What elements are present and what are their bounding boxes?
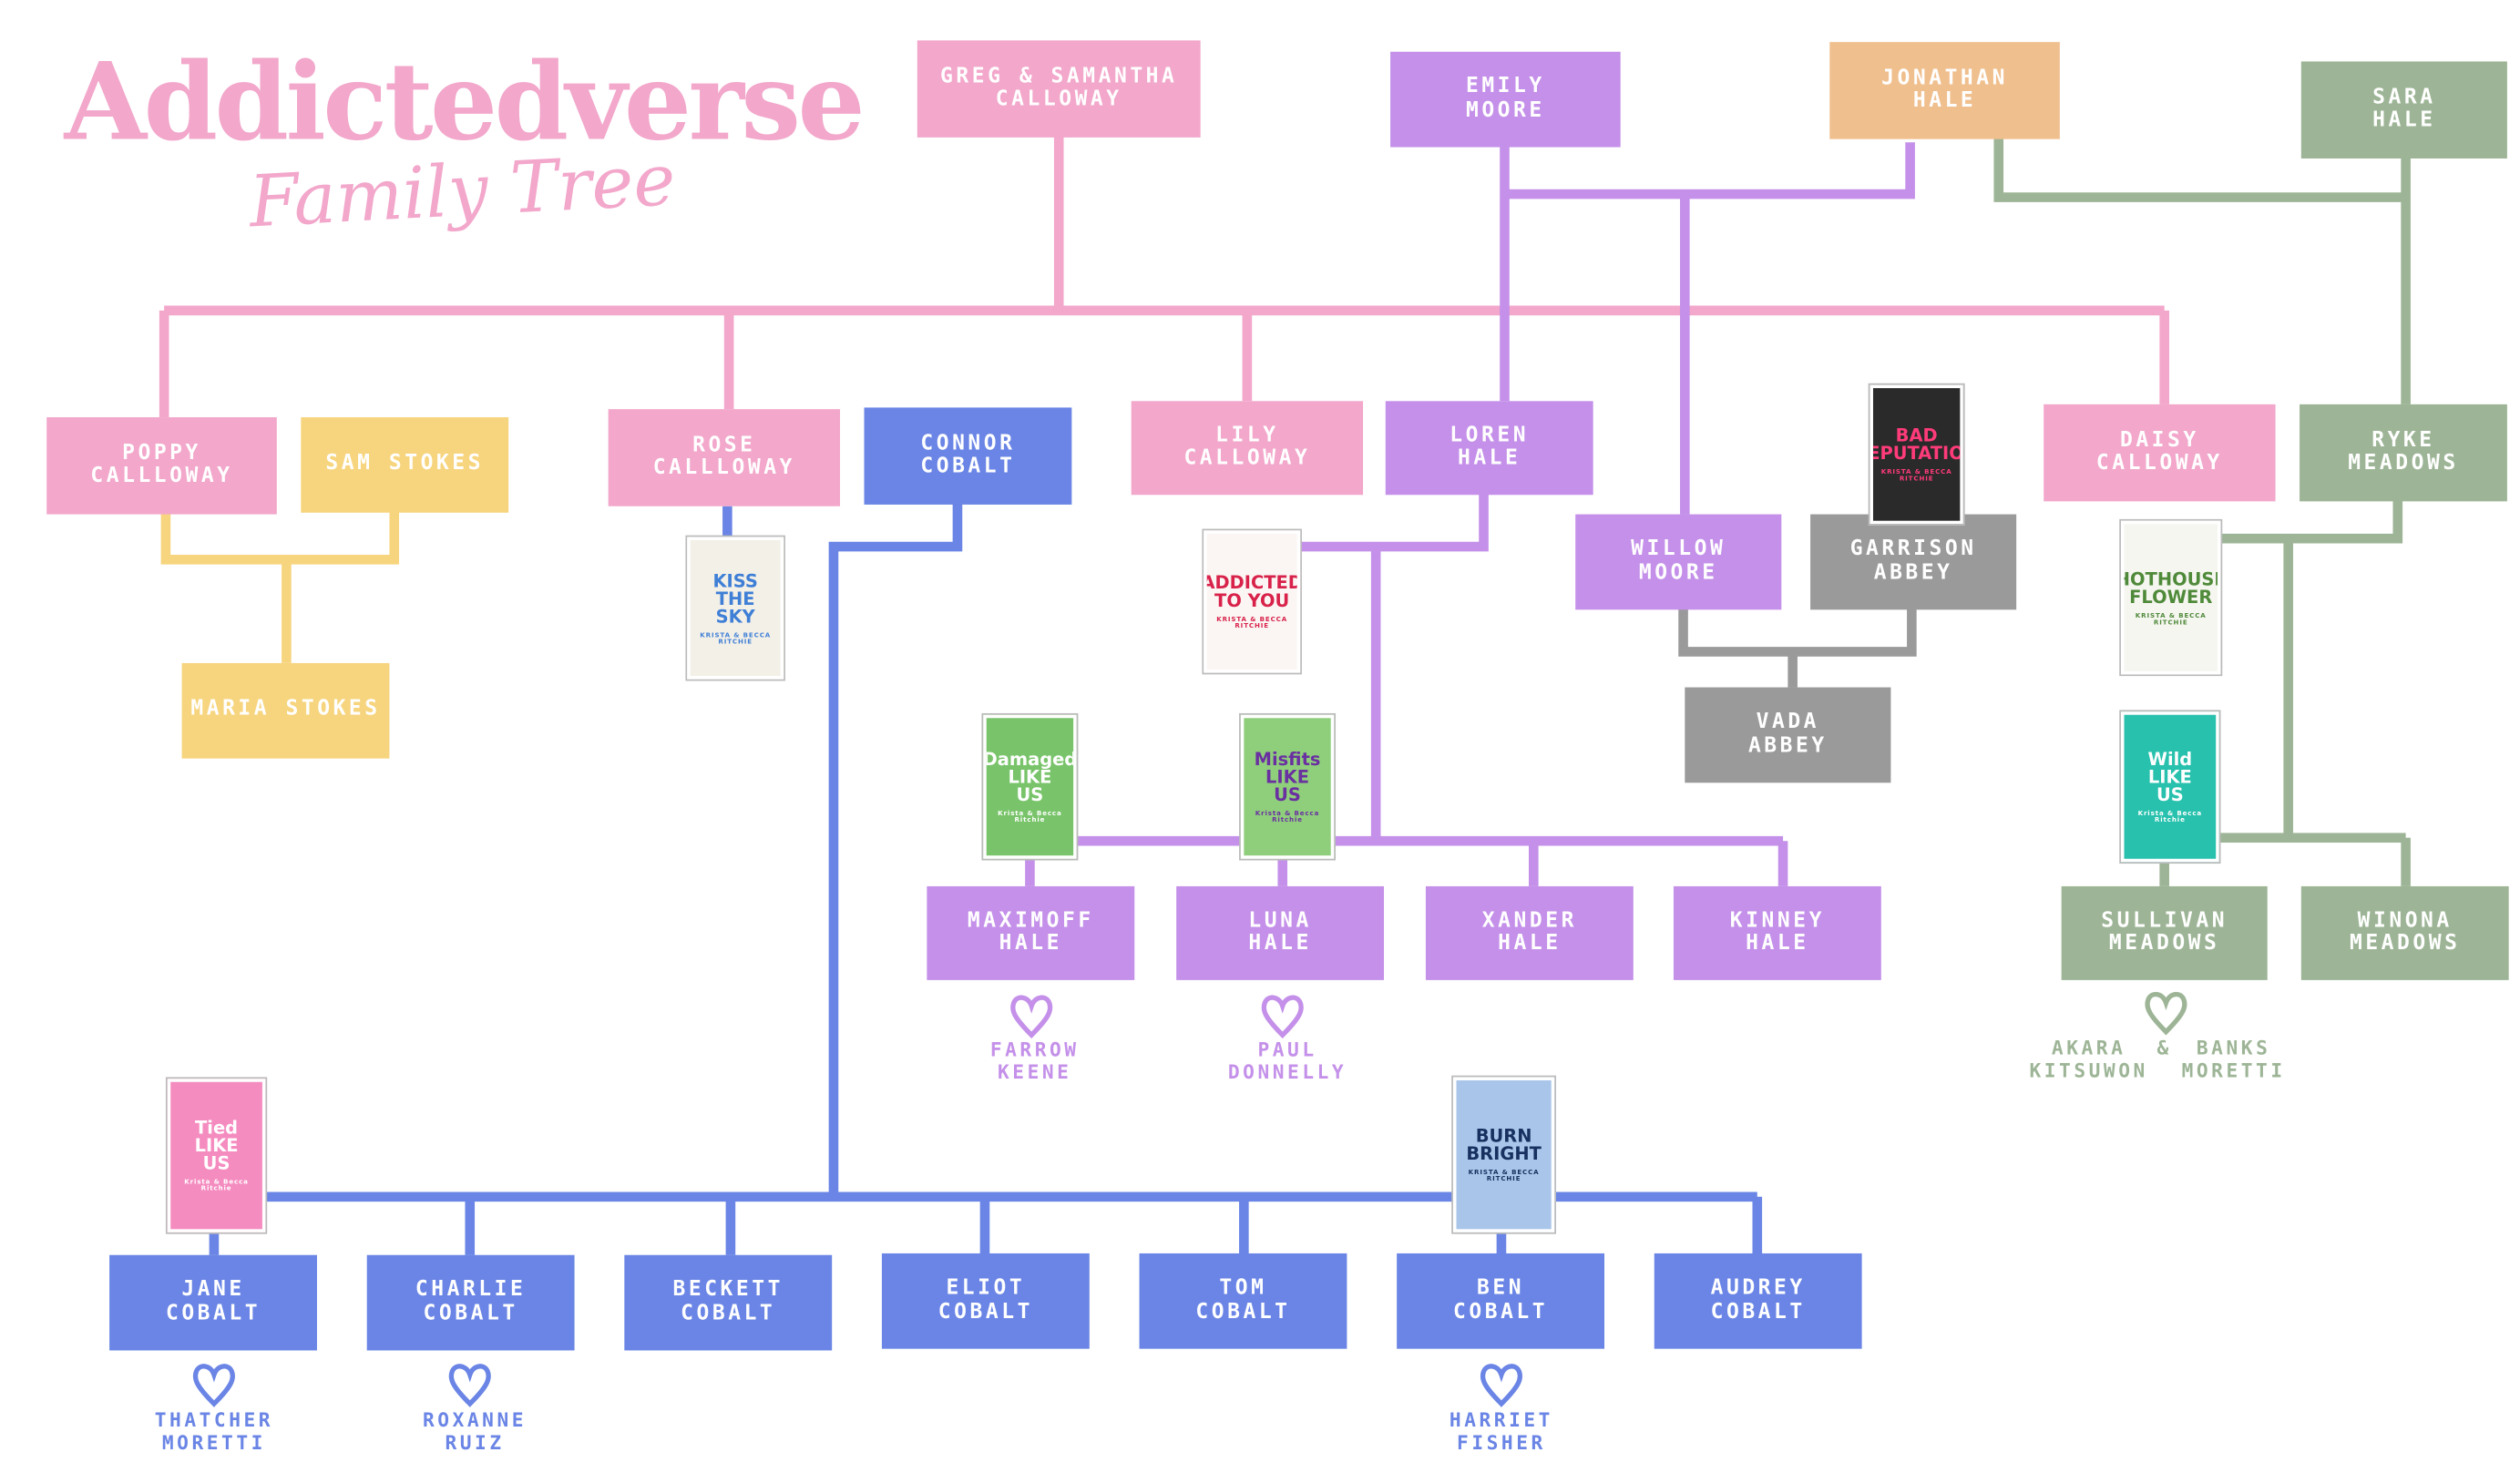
- book-title: HOTHOUSE FLOWER: [2120, 568, 2218, 608]
- person-beckett-cobalt: Beckett Cobalt: [624, 1254, 833, 1351]
- book-author: Krista & Becca Ritchie: [998, 808, 1062, 823]
- person-emily-moore: Emily Moore: [1390, 51, 1621, 148]
- person-maximoff-hale: Maximoff Hale: [927, 885, 1135, 980]
- heart-icon: [192, 1364, 235, 1407]
- person-sullivan-meadows: Sullivan Meadows: [2061, 885, 2268, 980]
- person-eliot-cobalt: Eliot Cobalt: [881, 1253, 1090, 1349]
- book-title: Wild LIKE US: [2147, 749, 2193, 806]
- heart-icon: [1480, 1364, 1522, 1407]
- person-winona-meadows: Winona Meadows: [2300, 885, 2509, 980]
- book-author: Krista & Becca Ritchie: [1255, 808, 1320, 823]
- book-author: KRISTA & BECCA RITCHIE: [1216, 614, 1288, 629]
- book-cover-wild-like-us: Wild LIKE US Krista & Becca Ritchie: [2120, 711, 2219, 863]
- person-sara-hale: Sara Hale: [2300, 61, 2507, 159]
- book-title: ADDICTED TO YOU: [1204, 572, 1301, 612]
- book-author: KRISTA & BECCA RITCHIE: [1468, 1167, 1540, 1182]
- person-vada-abbey: Vada Abbey: [1685, 687, 1891, 783]
- book-cover-addicted-to-you: ADDICTED TO YOU KRISTA & BECCA RITCHIE: [1204, 530, 1301, 673]
- person-xander-hale: Xander Hale: [1425, 885, 1634, 980]
- book-title: BAD REPUTATION: [1873, 424, 1963, 465]
- person-audrey-cobalt: Audrey Cobalt: [1654, 1253, 1862, 1349]
- book-cover-hothouse-flower: HOTHOUSE FLOWER KRISTA & BECCA RITCHIE: [2120, 520, 2221, 675]
- book-title: Misfits LIKE US: [1254, 749, 1321, 806]
- person-sam-stokes: Sam Stokes: [301, 417, 509, 513]
- heart-icon: [1010, 995, 1053, 1039]
- book-cover-kiss-the-sky: KISS THE SKY KRISTA & BECCA RITCHIE: [687, 537, 784, 680]
- book-title: BURN BRIGHT: [1466, 1125, 1542, 1165]
- person-connor-cobalt: Connor Cobalt: [864, 407, 1072, 505]
- person-rose-calloway: Rose Callloway: [608, 409, 841, 506]
- person-luna-hale: Luna Hale: [1176, 885, 1385, 980]
- person-ryke-meadows: Ryke Meadows: [2300, 404, 2507, 502]
- book-author: KRISTA & BECCA RITCHIE: [700, 629, 772, 645]
- person-jane-cobalt: Jane Cobalt: [109, 1254, 317, 1351]
- partner-thatcher-moretti: Thatcher Moretti: [154, 1408, 274, 1454]
- book-author: Krista & Becca Ritchie: [184, 1177, 249, 1192]
- partner-roxanne-ruiz: Roxanne Ruiz: [423, 1408, 528, 1454]
- person-daisy-calloway: Daisy Calloway: [2044, 404, 2276, 502]
- person-poppy-calloway: Poppy Callloway: [46, 417, 277, 515]
- book-author: KRISTA & BECCA RITCHIE: [2135, 610, 2207, 626]
- partner-akara-kitsuwon: Akara Kitsuwon: [2029, 1037, 2148, 1082]
- person-charlie-cobalt: Charlie Cobalt: [366, 1254, 575, 1351]
- person-jonathan-hale: Jonathan Hale: [1829, 42, 2060, 139]
- partner-farrow-keene: Farrow Keene: [989, 1038, 1080, 1084]
- heart-icon: [448, 1364, 491, 1407]
- book-title: Tied LIKE US: [194, 1117, 239, 1174]
- book-cover-burn-bright: BURN BRIGHT KRISTA & BECCA RITCHIE: [1452, 1077, 1555, 1232]
- person-lily-calloway: Lily Calloway: [1131, 401, 1364, 496]
- partner-paul-donnelly: Paul Donnelly: [1227, 1038, 1347, 1084]
- book-title: KISS THE SKY: [712, 569, 758, 627]
- person-loren-hale: Loren Hale: [1385, 401, 1593, 496]
- person-garrison-abbey: Garrison Abbey: [1810, 514, 2017, 610]
- book-cover-bad-reputation: BAD REPUTATION KRISTA & BECCA RITCHIE: [1870, 384, 1963, 525]
- book-cover-like-us: Tied LIKE US Krista & Becca Ritchie: [167, 1079, 266, 1232]
- book-title: Damaged LIKE US: [983, 749, 1077, 806]
- partner-banks-moretti: Banks Moretti: [2181, 1037, 2286, 1082]
- book-author: Krista & Becca Ritchie: [2137, 808, 2203, 823]
- heart-icon: [1261, 995, 1304, 1039]
- person-maria-stokes: Maria Stokes: [181, 662, 390, 759]
- heart-icon: [2145, 991, 2187, 1036]
- book-cover-misfits-like-us: Misfits LIKE US Krista & Becca Ritchie: [1240, 714, 1335, 859]
- person-tom-cobalt: Tom Cobalt: [1139, 1253, 1347, 1349]
- person-kinney-hale: Kinney Hale: [1673, 885, 1881, 980]
- book-cover-damaged-like-us: Damaged LIKE US Krista & Becca Ritchie: [983, 714, 1077, 859]
- partner-harriet-fisher: Harriet Fisher: [1449, 1408, 1553, 1454]
- person-ben-cobalt: Ben Cobalt: [1397, 1253, 1605, 1349]
- book-author: KRISTA & BECCA RITCHIE: [1880, 467, 1952, 483]
- partner-ampersand: &: [2156, 1037, 2172, 1059]
- page-title: Addictedverse: [64, 38, 866, 166]
- person-willow-moore: Willow Moore: [1575, 514, 1782, 610]
- person-greg-samantha-calloway: Greg & Samantha Calloway: [917, 40, 1201, 138]
